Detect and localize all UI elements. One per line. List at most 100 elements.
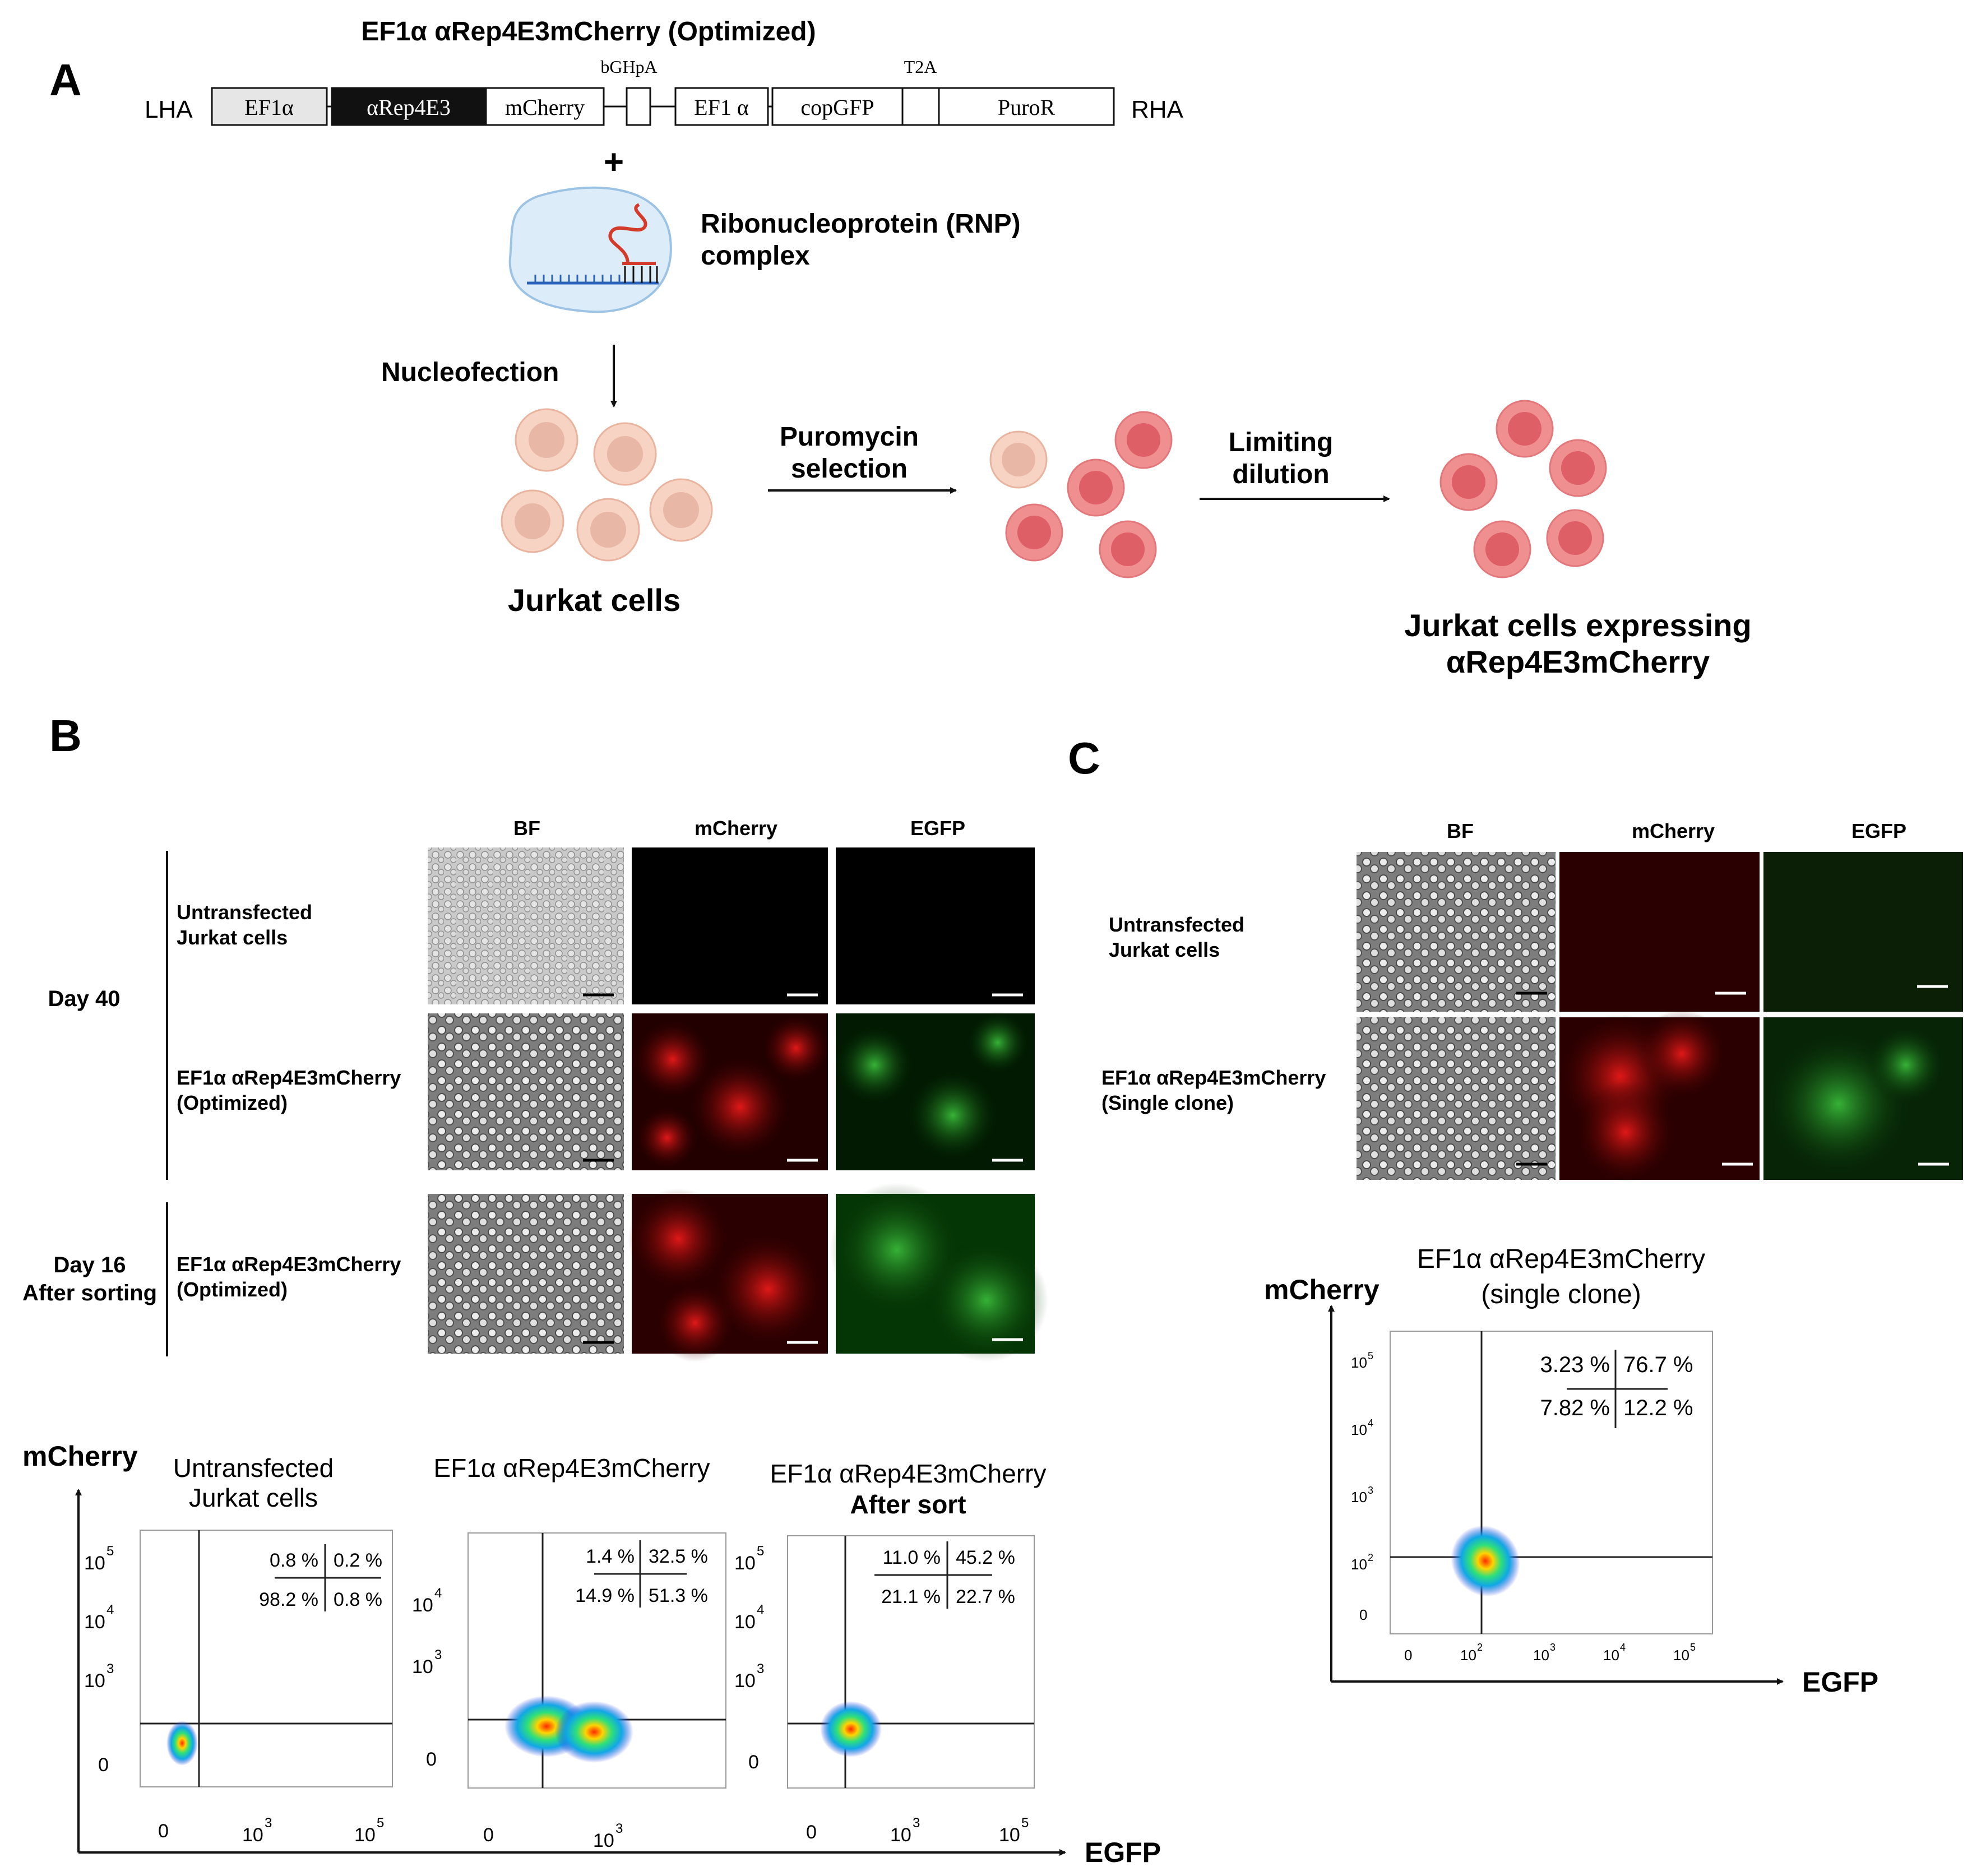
svg-text:5: 5: [107, 1544, 114, 1559]
svg-text:3: 3: [757, 1661, 764, 1676]
b-scale-bars-light: [787, 993, 1023, 1344]
svg-text:10: 10: [84, 1670, 105, 1692]
c-r1-mcherry-image: [1559, 852, 1760, 1012]
c-scale-bars-dark: [1516, 992, 1547, 1166]
svg-text:5: 5: [1368, 1350, 1373, 1361]
b-plot3-q-ul: 11.0 %: [883, 1547, 941, 1568]
b-row2-label-line2: (Optimized): [177, 1091, 288, 1114]
svg-text:10: 10: [1351, 1556, 1367, 1573]
segment-arep4e3-label: αRep4E3: [367, 95, 451, 120]
svg-text:4: 4: [434, 1586, 442, 1601]
b-r3-mcherry-image: [628, 1188, 828, 1362]
puromycin-label-line2: selection: [791, 454, 908, 484]
limiting-label-line1: Limiting: [1229, 428, 1334, 457]
b-flow-plot-3: EF1α αRep4E3mCherry After sort 11.0 % 45…: [734, 1459, 1046, 1846]
b-row1-label-line1: Untransfected: [177, 901, 312, 924]
b-plot2-y-ticks: 104 103 0: [412, 1586, 442, 1770]
svg-text:4: 4: [1368, 1418, 1373, 1429]
b-flow-y-label: mCherry: [22, 1440, 138, 1472]
c-col-mcherry: mCherry: [1632, 819, 1715, 842]
b-col-egfp: EGFP: [910, 817, 965, 840]
c-col-bf: BF: [1447, 819, 1474, 842]
svg-text:2: 2: [1368, 1552, 1373, 1563]
b-flow-x-label: EGFP: [1085, 1837, 1161, 1868]
b-col-bf: BF: [513, 817, 540, 840]
c-flow-x-label: EGFP: [1802, 1666, 1878, 1698]
c-q-lr: 12.2 %: [1623, 1396, 1693, 1420]
svg-text:4: 4: [107, 1602, 114, 1618]
jurkat-cells-group: [501, 408, 713, 562]
b-r1-bf-image: [428, 847, 624, 1004]
plus-sign: +: [604, 143, 624, 182]
b-col-mcherry: mCherry: [695, 817, 777, 840]
c-r2-egfp-image: [1763, 1017, 1963, 1180]
b-plot3-q-lr: 22.7 %: [956, 1586, 1015, 1608]
c-row1-label-line1: Untransfected: [1109, 913, 1244, 936]
svg-text:10: 10: [1460, 1647, 1476, 1664]
b-plot1-x-ticks: 0 103 105: [158, 1815, 384, 1846]
svg-text:10: 10: [354, 1824, 376, 1846]
c-r1-bf-image: [1357, 852, 1556, 1012]
svg-text:10: 10: [734, 1670, 756, 1692]
svg-text:10: 10: [1533, 1647, 1549, 1664]
b-row3-label-line2: (Optimized): [177, 1278, 288, 1301]
b-plot3-q-ur: 45.2 %: [956, 1547, 1015, 1568]
svg-text:10: 10: [734, 1611, 756, 1633]
svg-text:0: 0: [1404, 1647, 1412, 1664]
c-row2-label-line2: (Single clone): [1101, 1091, 1234, 1114]
b-row2-label-line1: EF1α αRep4E3mCherry: [177, 1066, 401, 1089]
b-r3-egfp-image: [830, 1183, 1048, 1362]
svg-text:10: 10: [412, 1656, 433, 1678]
svg-text:10: 10: [734, 1553, 756, 1574]
b-plot3-title-line2: After sort: [850, 1490, 966, 1519]
panel-label-a: A: [49, 55, 82, 105]
construct-map: LHA EF1α αRep4E3 mCherry bGHpA EF1 α cop…: [145, 57, 1184, 126]
svg-text:0: 0: [748, 1752, 759, 1773]
svg-text:3: 3: [434, 1647, 442, 1662]
b-flow-plot-2: EF1α αRep4E3mCherry 1.4 % 32.5 % 14.9 % …: [412, 1453, 726, 1851]
day16-label-line2: After sorting: [22, 1281, 157, 1305]
c-plot-title-line2: (single clone): [1481, 1280, 1641, 1309]
jurkat-label: Jurkat cells: [508, 582, 681, 618]
b-plot2-q-ll: 14.9 %: [575, 1585, 635, 1606]
rnp-complex-icon: [508, 186, 672, 313]
svg-text:0: 0: [98, 1754, 109, 1776]
svg-text:4: 4: [1620, 1642, 1626, 1653]
b-plot1-title-line1: Untransfected: [173, 1453, 334, 1483]
b-scale-bars-dark: [583, 993, 614, 1344]
b-plot1-q-ul: 0.8 %: [270, 1550, 318, 1571]
panel-label-c: C: [1068, 733, 1100, 783]
b-r2-egfp-image: [835, 1012, 1035, 1170]
svg-text:0: 0: [426, 1749, 437, 1770]
segment-ef1a-1: [211, 87, 328, 126]
c-row1-label-line2: Jurkat cells: [1109, 938, 1220, 961]
b-plot1-y-ticks: 105 104 103 0: [84, 1544, 114, 1776]
svg-text:10: 10: [84, 1611, 105, 1633]
b-plot3-q-ll: 21.1 %: [881, 1586, 941, 1608]
c-r2-bf-image: [1357, 1017, 1556, 1180]
c-plot-title-line1: EF1α αRep4E3mCherry: [1417, 1244, 1705, 1274]
segment-puror: [938, 87, 1115, 126]
puromycin-label-line1: Puromycin: [780, 422, 919, 452]
c-q-ur: 76.7 %: [1623, 1352, 1693, 1377]
svg-text:10: 10: [1603, 1647, 1619, 1664]
b-r3-bf-image: [428, 1194, 624, 1354]
rnp-label-line1: Ribonucleoprotein (RNP): [701, 209, 1021, 239]
segment-ef1a-1-label: EF1α: [244, 95, 294, 120]
svg-text:10: 10: [1351, 1354, 1367, 1371]
segment-puror-label: PuroR: [998, 95, 1056, 120]
limiting-label-line2: dilution: [1232, 460, 1329, 489]
t2a-label: T2A: [904, 57, 937, 77]
svg-text:10: 10: [890, 1824, 911, 1846]
clone-cells-group: [1439, 400, 1607, 578]
svg-text:10: 10: [242, 1824, 263, 1846]
b-plot1-q-ur: 0.2 %: [334, 1550, 382, 1571]
b-plot1-q-lr: 0.8 %: [334, 1589, 382, 1610]
c-q-ll: 7.82 %: [1540, 1396, 1610, 1420]
b-r1-egfp-image: [836, 847, 1035, 1004]
svg-text:0: 0: [1359, 1606, 1367, 1623]
b-plot2-x-ticks: 0 103: [483, 1821, 623, 1851]
b-plot3-x-ticks: 0 103 105: [806, 1815, 1029, 1846]
